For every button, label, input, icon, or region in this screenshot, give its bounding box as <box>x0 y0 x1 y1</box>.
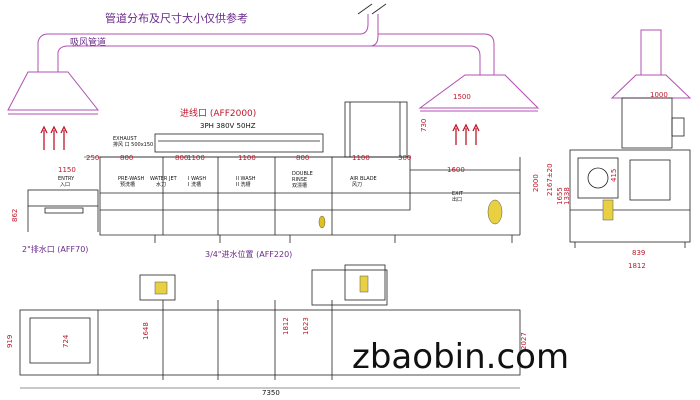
exhaust-label: EXHAUST <box>113 136 138 142</box>
dim-1648: 1648 <box>142 322 150 340</box>
power-spec-label: 3PH 380V 50HZ <box>200 122 256 130</box>
dim-730: 730 <box>420 119 428 132</box>
water-inlet-label: 3/4"进水位置 (AFF220) <box>205 249 292 259</box>
dim-1150: 1150 <box>58 166 76 174</box>
duct-note: 管道分布及尺寸大小仅供参考 <box>105 11 248 25</box>
zone-rinse-en1: DOUBLE <box>292 171 313 177</box>
dim-839: 839 <box>632 249 645 257</box>
dim-800a: 800 <box>120 154 133 162</box>
dim-1655: 1655 <box>556 187 564 205</box>
watermark: zbaobin.com <box>352 337 569 377</box>
dim-1100a: 1100 <box>187 154 205 162</box>
zone-rinse-en2: RINSE <box>292 177 307 183</box>
dim-800c: 800 <box>296 154 309 162</box>
plan-valve-2 <box>359 275 369 293</box>
dim-1812-plan: 1812 <box>282 317 290 335</box>
suction-duct-label: 吸风管道 <box>70 36 106 48</box>
plan-view <box>19 264 521 389</box>
dim-724: 724 <box>62 334 70 348</box>
dim-250: 250 <box>86 154 99 162</box>
side-elevation <box>569 97 691 248</box>
dim-2027: 2027 <box>520 332 528 350</box>
power-inlet-label: 进线口 (AFF2000) <box>180 107 256 119</box>
zone-entry-en: ENTRY <box>58 176 75 182</box>
airflow-arrows-right <box>452 123 480 145</box>
zone-rinse-cn: 双漂槽 <box>292 182 307 189</box>
dim-800b: 800 <box>175 154 188 162</box>
dim-1000: 1000 <box>650 91 668 99</box>
dim-1623: 1623 <box>302 317 310 335</box>
water-valves <box>318 199 503 229</box>
zone-iiwash-cn: II 洗槽 <box>236 181 251 188</box>
zone-exit-en: EXIT <box>452 191 464 197</box>
zone-waterjet-en: WATER JET <box>150 176 178 182</box>
side-valve <box>602 199 614 221</box>
zone-labels: ENTRY 入口 PRE-WASH 预洗槽 WATER JET 水刀 I WAS… <box>58 171 464 203</box>
exhaust-size-label: 排风 口 500x150 <box>113 141 153 148</box>
dim-1500: 1500 <box>453 93 471 101</box>
dim-1100b: 1100 <box>238 154 256 162</box>
dim-1338: 1338 <box>563 187 571 205</box>
dim-1812-side: 1812 <box>628 262 646 270</box>
zone-iiwash-en: II WASH <box>236 176 256 182</box>
dim-1600: 1600 <box>447 166 465 174</box>
dim-2000: 2000 <box>532 174 540 192</box>
hood-right <box>418 74 540 112</box>
zone-exit-cn: 出口 <box>452 196 462 203</box>
hood-side-view <box>610 29 692 99</box>
zone-airblade-cn: 风刀 <box>352 182 362 188</box>
dim-7350: 7350 <box>262 389 280 397</box>
dim-1100c: 1100 <box>352 154 370 162</box>
airflow-arrows-left <box>40 125 68 150</box>
dim-919: 919 <box>6 335 14 348</box>
dim-2167: 2167±20 <box>546 163 554 196</box>
zone-prewash-en: PRE-WASH <box>118 176 145 182</box>
zone-prewash-cn: 预洗槽 <box>120 181 135 188</box>
zone-waterjet-cn: 水刀 <box>156 181 166 188</box>
zone-airblade-en: AIR BLADE <box>350 176 377 182</box>
drain-label: 2"排水口 (AFF70) <box>22 244 88 254</box>
plan-valve <box>154 281 168 295</box>
dim-862: 862 <box>11 209 19 222</box>
hood-left <box>7 71 100 115</box>
exhaust-duct <box>37 3 495 75</box>
dim-300: 300 <box>398 154 411 162</box>
dim-415: 415 <box>610 169 618 182</box>
zone-entry-cn: 入口 <box>60 182 70 188</box>
zone-iwash-cn: I 洗槽 <box>188 181 201 188</box>
zone-iwash-en: I WASH <box>188 176 206 182</box>
